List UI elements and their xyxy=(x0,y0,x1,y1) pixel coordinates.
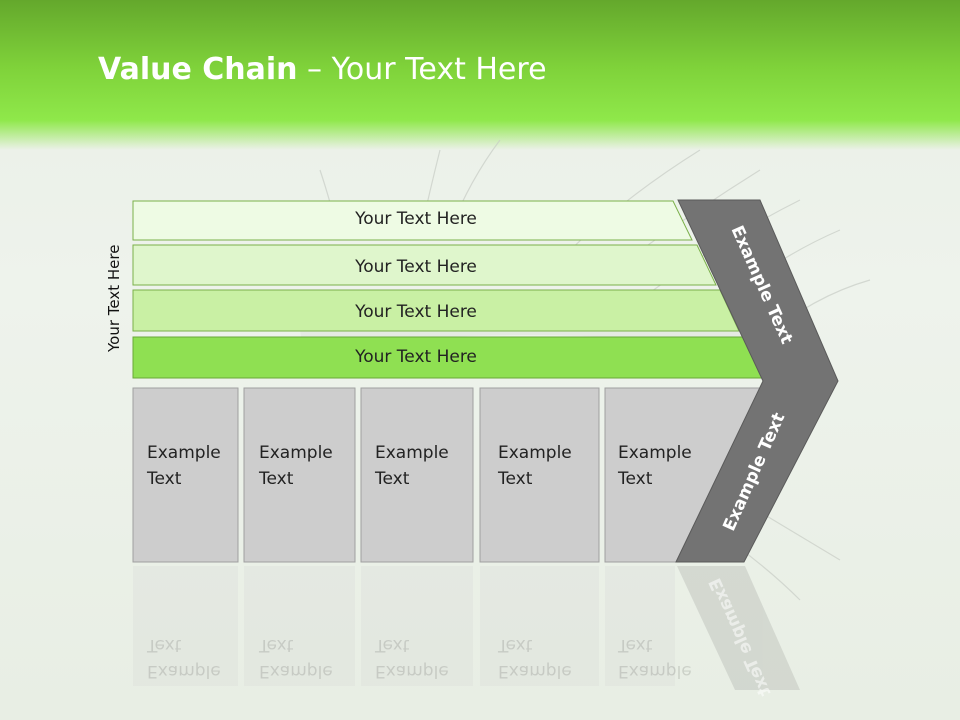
bar-1-label: Your Text Here xyxy=(354,209,477,229)
chevron-reflection xyxy=(677,566,800,690)
box-reflection xyxy=(244,566,355,686)
box-1-text: Example Text xyxy=(147,443,221,489)
box-5-text: Example Text xyxy=(618,443,692,489)
box-reflection xyxy=(605,566,675,686)
bar-2-label: Your Text Here xyxy=(354,257,477,277)
reflection-group xyxy=(133,566,800,690)
box-reflection xyxy=(480,566,599,686)
box-5-reflection-text: Example Text xyxy=(618,635,692,681)
box-reflection xyxy=(133,566,238,686)
box-2-reflection-text: Example Text xyxy=(259,635,333,681)
bar-1 xyxy=(132,200,693,241)
box-1 xyxy=(132,387,239,563)
header-band xyxy=(0,0,960,150)
box-3-reflection-text: Example Text xyxy=(375,635,449,681)
bar-3-label: Your Text Here xyxy=(354,302,477,322)
box-3 xyxy=(360,387,474,563)
box-3-text: Example Text xyxy=(375,443,449,489)
box-1-reflection-text: Example Text xyxy=(147,635,221,681)
title-bold: Value Chain xyxy=(98,52,298,87)
box-2-text: Example Text xyxy=(259,443,333,489)
box-reflection xyxy=(361,566,473,686)
slide-title: Value Chain – Your Text Here xyxy=(98,52,547,87)
box-4 xyxy=(479,387,600,563)
bar-2 xyxy=(132,244,717,286)
box-4-reflection-text: Example Text xyxy=(498,635,572,681)
chevron-arrow xyxy=(675,199,839,563)
title-rest: – Your Text Here xyxy=(297,52,547,87)
box-4-text: Example Text xyxy=(498,443,572,489)
box-2 xyxy=(243,387,356,563)
bar-4-label: Your Text Here xyxy=(354,347,477,367)
